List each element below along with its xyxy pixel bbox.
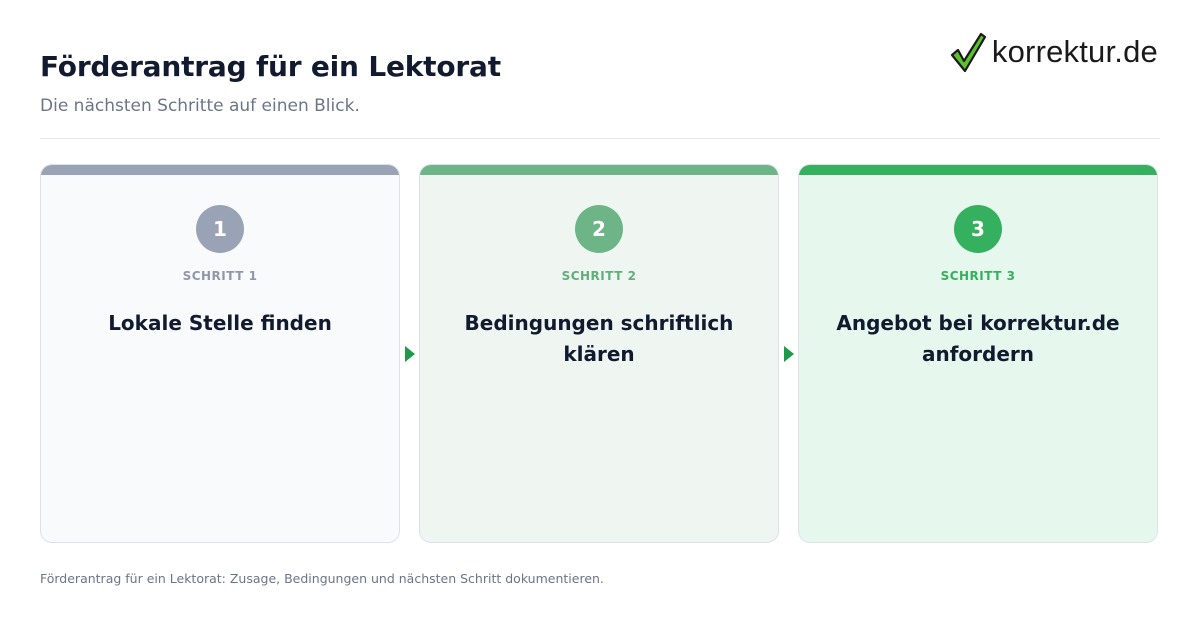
step-card-accent-bar xyxy=(799,165,1157,175)
step-card-1: 1 SCHRITT 1 Lokale Stelle finden xyxy=(40,164,400,543)
step-label: SCHRITT 2 xyxy=(561,269,637,283)
step-description: Angebot bei korrektur.de anfordern xyxy=(836,311,1120,366)
checkmark-icon xyxy=(950,32,986,73)
footer-note: Förderantrag für ein Lektorat: Zusage, B… xyxy=(40,571,604,586)
logo-text: korrektur.de xyxy=(991,34,1158,69)
step-card-accent-bar xyxy=(420,165,778,175)
step-label: SCHRITT 1 xyxy=(182,269,258,283)
step-card-accent-bar xyxy=(41,165,399,175)
page-subtitle: Die nächsten Schritte auf einen Blick. xyxy=(40,96,360,116)
step-card-3: 3 SCHRITT 3 Angebot bei korrektur.de anf… xyxy=(798,164,1158,543)
arrow-right-icon xyxy=(784,346,794,362)
arrow-right-icon xyxy=(405,346,415,362)
step-description: Lokale Stelle finden xyxy=(108,311,332,335)
step-number-badge: 2 xyxy=(575,205,623,253)
step-label: SCHRITT 3 xyxy=(940,269,1016,283)
step-number-badge: 1 xyxy=(196,205,244,253)
page-title: Förderantrag für ein Lektorat xyxy=(40,50,501,83)
header-divider xyxy=(40,138,1160,139)
step-description: Bedingungen schriftlich klären xyxy=(464,311,734,366)
step-number-badge: 3 xyxy=(954,205,1002,253)
steps-row: 1 SCHRITT 1 Lokale Stelle finden 2 SCHRI… xyxy=(40,164,1160,545)
step-card-2: 2 SCHRITT 2 Bedingungen schriftlich klär… xyxy=(419,164,779,543)
brand-logo[interactable]: korrektur.de xyxy=(950,30,1158,74)
